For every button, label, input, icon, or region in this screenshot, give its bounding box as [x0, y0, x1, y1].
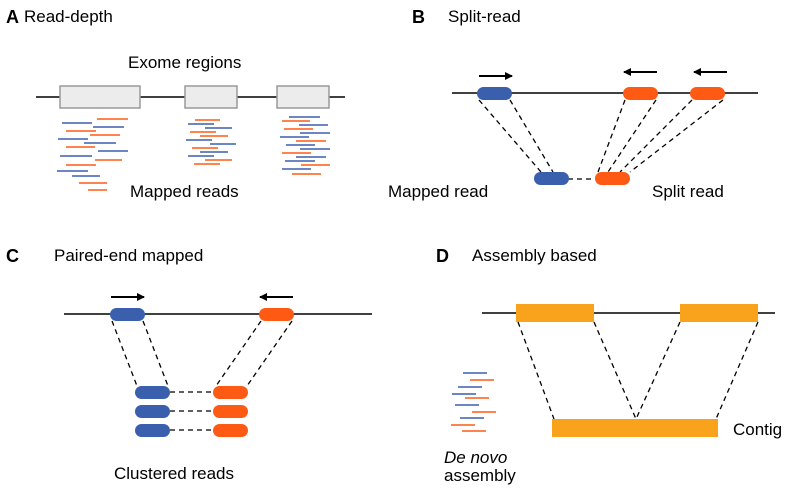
- reference-segment: [680, 304, 758, 322]
- clustered-read-orange: [213, 424, 248, 437]
- split-read-connectors: [478, 99, 724, 180]
- panel-b-title: Split-read: [448, 7, 521, 26]
- read-blue: [477, 87, 512, 100]
- exome-region: [184, 85, 238, 109]
- mapped-reads-a2: [186, 119, 236, 165]
- assembly-label: assembly: [444, 466, 516, 485]
- exome-region: [276, 85, 330, 109]
- panel-a-letter: A: [6, 7, 19, 27]
- de-novo-reads: [451, 372, 496, 432]
- mapped-read-blue: [534, 172, 569, 185]
- panel-c-title: Paired-end mapped: [54, 246, 204, 265]
- panel-a-graphics: [36, 85, 345, 191]
- read-orange: [690, 87, 725, 100]
- panel-b-letter: B: [412, 7, 425, 27]
- split-read-label: Split read: [652, 182, 724, 201]
- assembly-connectors: [517, 321, 759, 420]
- panel-d-letter: D: [436, 246, 449, 266]
- reference-segment: [516, 304, 594, 322]
- split-read-orange: [595, 172, 630, 185]
- panel-d-title: Assembly based: [472, 246, 597, 265]
- mapped-reads-a1: [57, 118, 128, 191]
- clustered-read-orange: [213, 386, 248, 399]
- panel-a-title: Read-depth: [24, 7, 113, 26]
- panel-d-graphics: [451, 304, 775, 437]
- exome-regions-label: Exome regions: [128, 53, 242, 72]
- read-orange: [259, 308, 294, 321]
- panel-c-graphics: [64, 293, 372, 437]
- mapped-reads-label: Mapped reads: [130, 182, 239, 201]
- exome-region: [59, 85, 141, 109]
- clustered-reads-label: Clustered reads: [114, 464, 235, 483]
- contig-label: Contig: [733, 420, 783, 439]
- panel-c-letter: C: [6, 246, 19, 266]
- clustered-read-blue: [135, 386, 170, 399]
- clustered-read-blue: [135, 424, 170, 437]
- de-novo-label: De novo: [444, 448, 508, 467]
- read-blue: [110, 308, 145, 321]
- mapped-read-label: Mapped read: [388, 182, 489, 201]
- paired-connectors: [111, 320, 293, 431]
- read-orange: [623, 87, 658, 100]
- clustered-read-blue: [135, 405, 170, 418]
- clustered-read-orange: [213, 405, 248, 418]
- contig-bar: [552, 419, 718, 437]
- panel-b-graphics: [452, 68, 758, 185]
- mapped-reads-a3: [280, 116, 330, 175]
